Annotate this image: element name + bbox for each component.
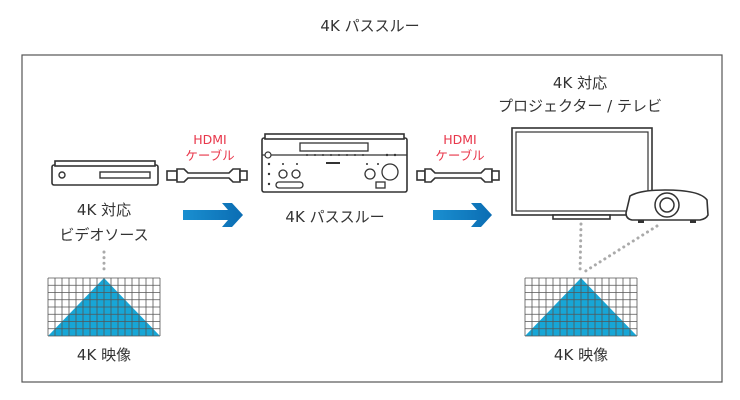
display-label-line1: 4K 対応 — [553, 74, 607, 92]
arrow-right-icon — [183, 203, 243, 227]
4k-image-grid-icon — [524, 277, 638, 337]
hdmi-cable-icon — [416, 168, 500, 183]
cable2-label-line1: HDMI — [443, 132, 477, 147]
source-label-line2: ビデオソース — [59, 226, 148, 244]
source-label-line1: 4K 対応 — [77, 201, 131, 219]
arrow-right-icon — [433, 203, 492, 227]
receiver-label: 4K パススルー — [285, 208, 384, 226]
av-receiver-icon — [261, 133, 408, 193]
dotted-connector — [578, 222, 583, 276]
projector-icon — [625, 189, 709, 223]
cable2-label-line2: ケーブル — [435, 148, 484, 163]
diagram-title: 4K パススルー — [320, 17, 419, 35]
hdmi-cable-icon — [166, 168, 248, 183]
frame — [21, 54, 723, 383]
video-source-player-icon — [51, 160, 159, 186]
dotted-connector — [582, 224, 659, 274]
source-image-label: 4K 映像 — [77, 346, 131, 364]
4k-image-grid-icon — [47, 277, 161, 337]
cable1-label-line1: HDMI — [193, 132, 227, 147]
display-image-label: 4K 映像 — [554, 346, 608, 364]
cable1-label-line2: ケーブル — [185, 148, 234, 163]
display-label-line2: プロジェクター / テレビ — [498, 97, 662, 115]
